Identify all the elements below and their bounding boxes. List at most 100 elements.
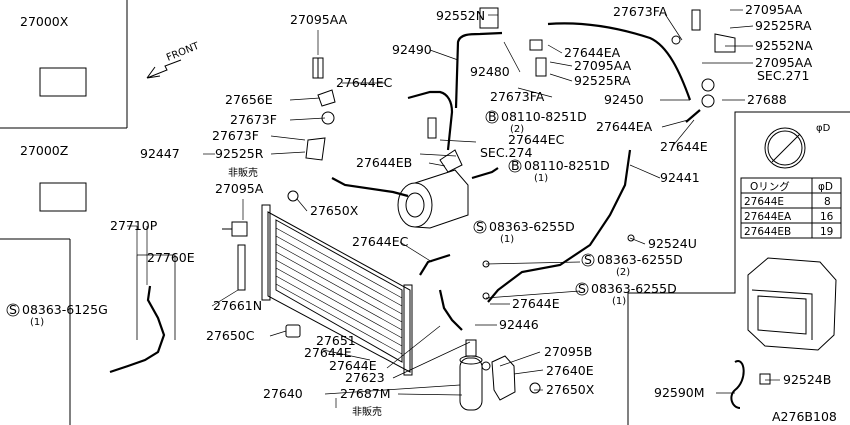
- part-27095aa-r: 27095AA: [755, 55, 813, 70]
- part-08363-6125g: 08363-6125G: [22, 302, 108, 317]
- sec-274: SEC.274: [480, 145, 532, 160]
- diagram-code: A276B108: [772, 409, 837, 424]
- oring-header-diameter: φD: [818, 181, 833, 193]
- part-27687m: 27687M: [340, 386, 391, 401]
- part-92524u: 92524U: [648, 236, 697, 251]
- oring-inner-icon: [767, 130, 803, 166]
- part-27095b: 27095B: [544, 344, 592, 359]
- part-92490: 92490: [392, 42, 432, 57]
- box-27000x-part: [39, 67, 87, 97]
- prefix-b-b: B: [511, 158, 520, 173]
- hose-92590m-part: [730, 360, 745, 409]
- part-92441: 92441: [660, 170, 700, 185]
- part-27644e-b2: 27644E: [329, 358, 377, 373]
- part-92450: 92450: [604, 92, 644, 107]
- part-08363-6255d-c: 08363-6255D: [591, 281, 677, 296]
- part-92552n: 92552N: [436, 8, 485, 23]
- part-27656e: 27656E: [225, 92, 273, 107]
- part-08110-8251d-a: 08110-8251D: [501, 109, 587, 124]
- part-27095aa-tr: 27095AA: [745, 2, 803, 17]
- part-27673f-b: 27673F: [212, 128, 259, 143]
- part-27623: 27623: [345, 370, 385, 385]
- part-27760e: 27760E: [147, 250, 195, 265]
- part-92480: 92480: [470, 64, 510, 79]
- prefix-s-a: S: [476, 219, 484, 234]
- qty-1-a: (1): [534, 173, 548, 184]
- part-27095a: 27095A: [215, 181, 264, 196]
- part-27650x-top: 27650X: [310, 203, 359, 218]
- part-27644eb: 27644EB: [356, 155, 412, 170]
- part-27651: 27651: [316, 333, 356, 348]
- oring-row-1-diameter: 8: [824, 196, 831, 208]
- not-sold-b: 非販売: [352, 405, 382, 418]
- part-08363-6255d-a: 08363-6255D: [489, 219, 575, 234]
- oring-table-grid: [740, 177, 842, 239]
- not-sold-a: 非販売: [228, 166, 258, 179]
- receiver-drier: [459, 339, 483, 411]
- part-27095aa-m: 27095AA: [574, 58, 632, 73]
- part-27650x-b: 27650X: [546, 382, 595, 397]
- oring-row-2-diameter: 16: [820, 211, 834, 223]
- leader-lines: [127, 9, 780, 408]
- oring-row-3-part: 27644EB: [744, 226, 791, 238]
- sec-271: SEC.271: [757, 68, 809, 83]
- part-27650c: 27650C: [206, 328, 255, 343]
- seal-27661n-part: [237, 244, 246, 291]
- part-27673fa-top: 27673FA: [613, 4, 668, 19]
- part-92447: 92447: [140, 146, 180, 161]
- qty-2-a: (2): [510, 124, 524, 135]
- part-27673f-a: 27673F: [230, 112, 277, 127]
- prefix-s-b: S: [584, 252, 592, 267]
- prefix-s-d: S: [9, 302, 17, 317]
- prefix-b-a: B: [488, 109, 497, 124]
- part-08110-8251d-b: 08110-8251D: [524, 158, 610, 173]
- part-27644e-b1: 27644E: [304, 345, 352, 360]
- box-27000z-part: [39, 182, 87, 212]
- bracket-27710p-line: [136, 254, 176, 340]
- part-27688: 27688: [747, 92, 787, 107]
- part-27661n: 27661N: [213, 298, 262, 313]
- part-27644ec-m: 27644EC: [508, 132, 565, 147]
- part-92525ra-tr: 92525RA: [755, 18, 812, 33]
- oring-row-1-part: 27644E: [744, 196, 784, 208]
- part-92590m: 92590M: [654, 385, 705, 400]
- front-arrow-icon: [146, 59, 182, 79]
- cushion-27650c-part: [285, 324, 301, 338]
- qty-1-b: (1): [500, 234, 514, 245]
- part-08363-6255d-b: 08363-6255D: [597, 252, 683, 267]
- evaporator-unit: [747, 257, 837, 351]
- pipe-lines: [109, 22, 701, 374]
- oring-diameter-line: [771, 133, 801, 163]
- oring-row-2-part: 27644EA: [744, 211, 792, 223]
- fasteners: [222, 7, 771, 394]
- oring-row-3-diameter: 19: [820, 226, 833, 238]
- part-27644e-r: 27644E: [660, 139, 708, 154]
- part-27640e: 27640E: [546, 363, 594, 378]
- compressor: [397, 149, 469, 229]
- part-27095aa-top: 27095AA: [290, 12, 348, 27]
- part-27644ec-top: 27644EC: [336, 75, 393, 90]
- part-27644e-m: 27644E: [512, 296, 560, 311]
- condenser: [261, 204, 413, 376]
- part-92552na: 92552NA: [755, 38, 813, 53]
- box-27000z-label: 27000Z: [20, 143, 68, 158]
- oring-symbol: φD: [816, 123, 831, 134]
- front-label: FRONT: [165, 40, 202, 63]
- part-27644ec-b: 27644EC: [352, 234, 409, 249]
- part-92525r: 92525R: [215, 146, 264, 161]
- frame-line: [627, 111, 850, 425]
- part-92525ra-m: 92525RA: [574, 73, 631, 88]
- oring-diagram-icon: [764, 127, 806, 169]
- part-92446: 92446: [499, 317, 539, 332]
- qty-2-b: (2): [616, 267, 630, 278]
- oring-header-ring: Oリング: [750, 180, 790, 193]
- part-27673fa-m: 27673FA: [490, 89, 545, 104]
- part-27644ea-top: 27644EA: [564, 45, 621, 60]
- part-27710p: 27710P: [110, 218, 158, 233]
- prefix-circles: [6, 110, 595, 317]
- part-27640: 27640: [263, 386, 303, 401]
- qty-1-c: (1): [612, 296, 626, 307]
- prefix-s-c: S: [578, 281, 586, 296]
- part-27644ea-r: 27644EA: [596, 119, 653, 134]
